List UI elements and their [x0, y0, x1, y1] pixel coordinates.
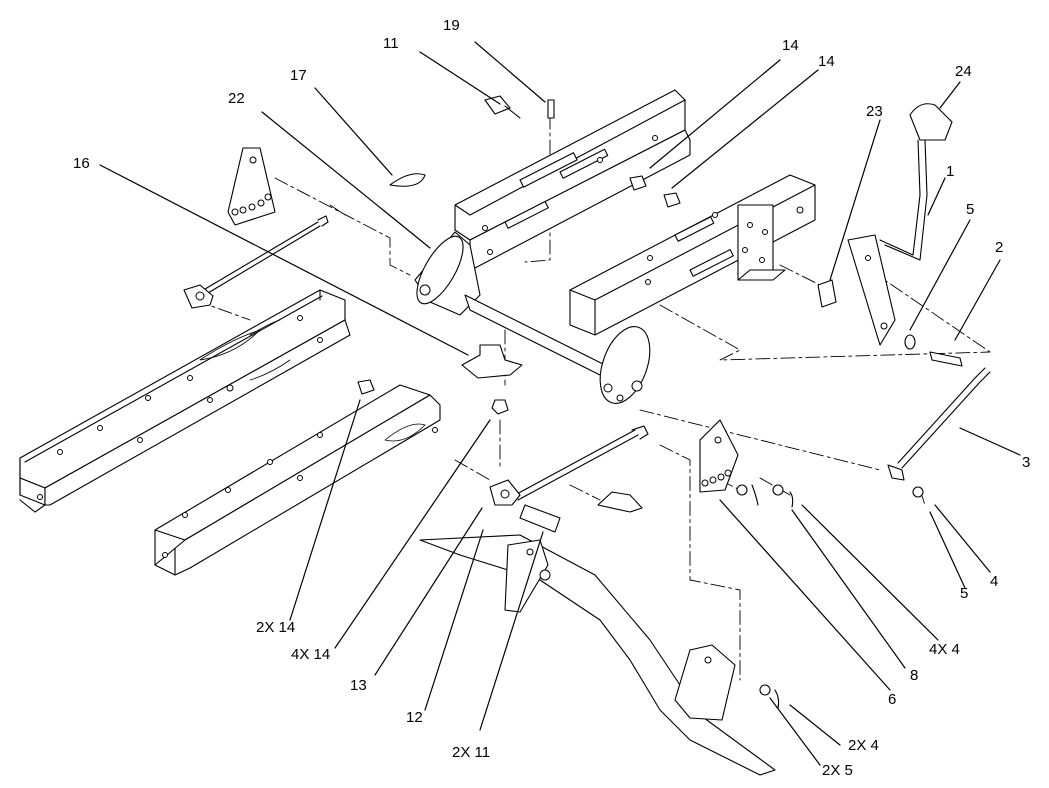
callout-22: 22	[228, 90, 245, 107]
callout-4: 4	[990, 573, 998, 590]
callout-5-b: 5	[960, 585, 968, 602]
leader-lines	[99, 41, 1021, 766]
left-linkage	[183, 147, 329, 309]
shift-lever-assembly	[817, 103, 963, 367]
upper-center-rail	[454, 89, 691, 269]
callout-2x14: 2X 14	[256, 619, 295, 636]
callout-19: 19	[443, 17, 460, 34]
assembly-centerlines	[194, 114, 991, 681]
callout-16: 16	[73, 155, 90, 172]
cross-shaft-assembly	[414, 231, 651, 404]
hardware	[357, 95, 681, 395]
callout-6: 6	[888, 691, 896, 708]
callout-3: 3	[1022, 454, 1030, 471]
callout-5-a: 5	[966, 201, 974, 218]
callout-14-a: 14	[782, 37, 799, 54]
callout-2: 2	[995, 239, 1003, 256]
right-cross-rail	[569, 174, 816, 336]
callout-1: 1	[946, 163, 954, 180]
lower-deck-arm	[419, 534, 780, 776]
callout-24: 24	[955, 63, 972, 80]
callout-4x4: 4X 4	[929, 641, 960, 658]
callout-2x11: 2X 11	[452, 744, 490, 761]
callout-23: 23	[866, 103, 883, 120]
right-linkage	[699, 367, 991, 508]
center-linkage	[461, 344, 649, 533]
callout-labels: 19 11 17 22 16 14 14 24 23 1 5 2 3 4 5 4…	[73, 17, 1030, 779]
callout-2x4: 2X 4	[848, 737, 879, 754]
callout-12: 12	[406, 709, 423, 726]
callout-14-b: 14	[818, 53, 835, 70]
callout-13: 13	[350, 677, 367, 694]
callout-8: 8	[910, 667, 918, 684]
callout-4x14: 4X 14	[291, 646, 330, 663]
callout-2x5: 2X 5	[822, 762, 853, 779]
callout-11: 11	[383, 35, 399, 52]
lower-left-rail	[154, 384, 441, 576]
callout-17: 17	[290, 67, 307, 84]
left-frame-rail	[19, 289, 351, 513]
